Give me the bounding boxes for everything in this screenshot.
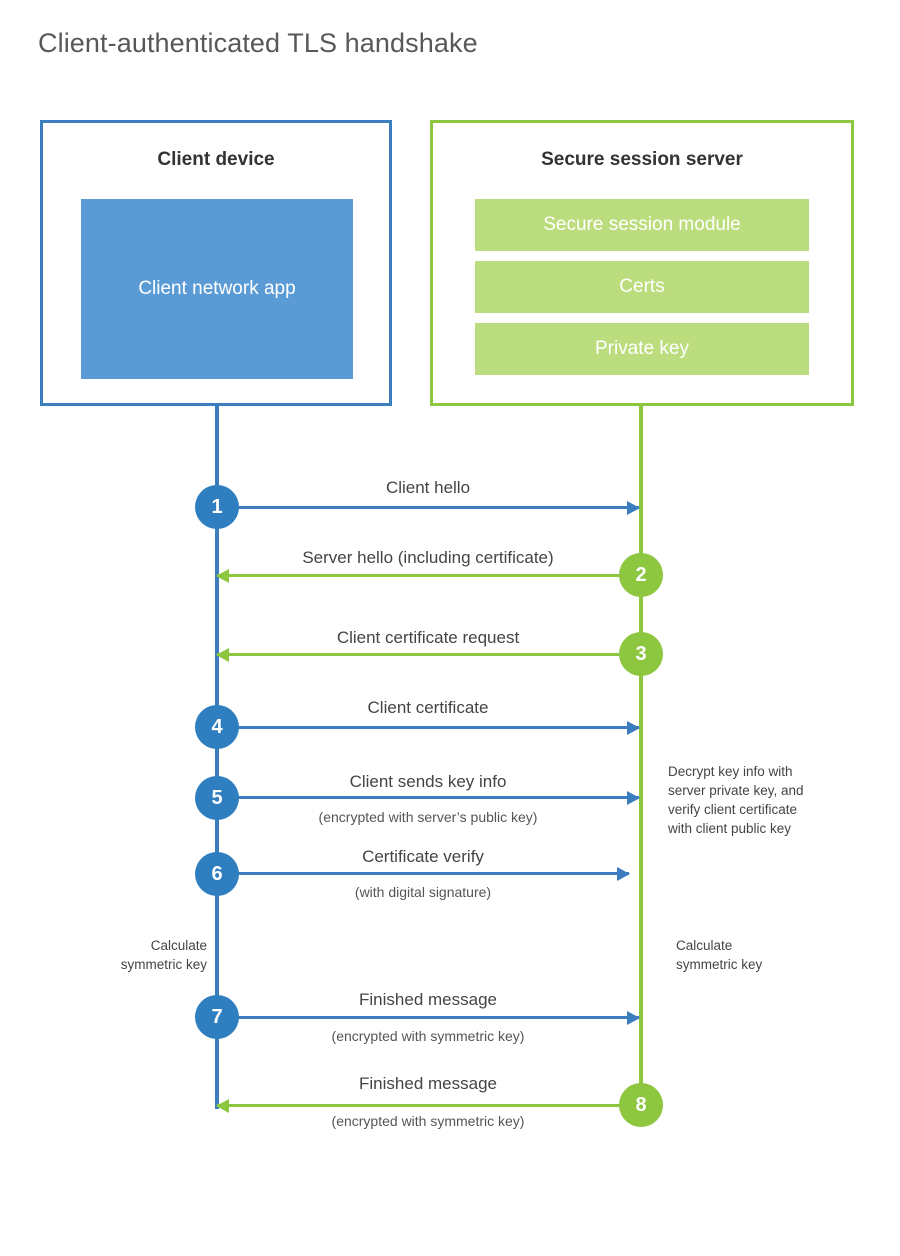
arrowhead-left-icon <box>216 1098 229 1113</box>
step-2-arrow <box>216 568 639 583</box>
server-module-secure-session-module: Secure session module <box>475 199 809 251</box>
step-5-arrow <box>217 790 640 805</box>
server-module-certs: Certs <box>475 261 809 313</box>
arrowhead-right-icon <box>627 720 640 735</box>
step-5-badge: 5 <box>195 776 239 820</box>
server-lifeline <box>639 403 643 1105</box>
step-4-label: Client certificate <box>367 698 489 717</box>
server-module-list: Secure session module Certs Private key <box>475 199 809 375</box>
server-module-private-key: Private key <box>475 323 809 375</box>
arrowhead-right-icon <box>627 1010 640 1025</box>
step-1-label: Client hello <box>385 478 471 497</box>
note-line: symmetric key <box>676 957 763 973</box>
arrowhead-right-icon <box>627 790 640 805</box>
note-line: Decrypt key info with <box>668 764 793 779</box>
note-line: Calculate <box>676 938 733 953</box>
step-7-arrow <box>217 1010 640 1025</box>
secure-session-server-box: Secure session server Secure session mod… <box>430 120 854 406</box>
step-7-label: Finished message <box>359 990 497 1009</box>
step-2-badge: 2 <box>619 553 663 597</box>
page-title: Client-authenticated TLS handshake <box>38 28 478 58</box>
step-6-sublabel: (with digital signature) <box>354 884 492 900</box>
note-line: server private key, and <box>668 783 804 799</box>
arrowhead-left-icon <box>216 568 229 583</box>
secure-session-server-title: Secure session server <box>541 149 743 170</box>
note-line: symmetric key <box>120 957 207 973</box>
step-5-sublabel: (encrypted with server’s public key) <box>318 809 538 825</box>
step-3-badge: 3 <box>619 632 663 676</box>
note-line: verify client certificate <box>668 802 798 818</box>
step-4-arrow <box>217 720 640 735</box>
note-line: Calculate <box>150 938 207 953</box>
server-calculate-symmetric-key-note: Calculate symmetric key <box>676 936 866 974</box>
step-1-badge: 1 <box>195 485 239 529</box>
step-1-arrow <box>217 500 640 515</box>
note-line: with client public key <box>668 821 792 837</box>
step-3-label: Client certificate request <box>336 628 520 647</box>
step-8-badge: 8 <box>619 1083 663 1127</box>
client-lifeline <box>215 403 219 1109</box>
step-5-label: Client sends key info <box>349 772 507 791</box>
step-3-arrow <box>216 647 639 662</box>
client-device-title: Client device <box>157 149 275 170</box>
step-8-sublabel: (encrypted with symmetric key) <box>331 1113 525 1129</box>
step-8-arrow <box>216 1098 639 1113</box>
step-4-badge: 4 <box>195 705 239 749</box>
step-6-arrow <box>217 866 630 881</box>
arrowhead-right-icon <box>617 866 630 881</box>
client-network-app-block: Client network app <box>81 199 353 379</box>
step-8-label: Finished message <box>359 1074 497 1093</box>
step-2-label: Server hello (including certificate) <box>302 548 554 567</box>
server-decrypt-note: Decrypt key info with server private key… <box>668 762 858 839</box>
step-6-label: Certificate verify <box>362 847 484 866</box>
arrowhead-left-icon <box>216 647 229 662</box>
step-7-sublabel: (encrypted with symmetric key) <box>331 1028 525 1044</box>
step-7-badge: 7 <box>195 995 239 1039</box>
step-6-badge: 6 <box>195 852 239 896</box>
client-calculate-symmetric-key-note: Calculate symmetric key <box>40 936 207 974</box>
client-device-box: Client device Client network app <box>40 120 392 406</box>
arrowhead-right-icon <box>627 500 640 515</box>
